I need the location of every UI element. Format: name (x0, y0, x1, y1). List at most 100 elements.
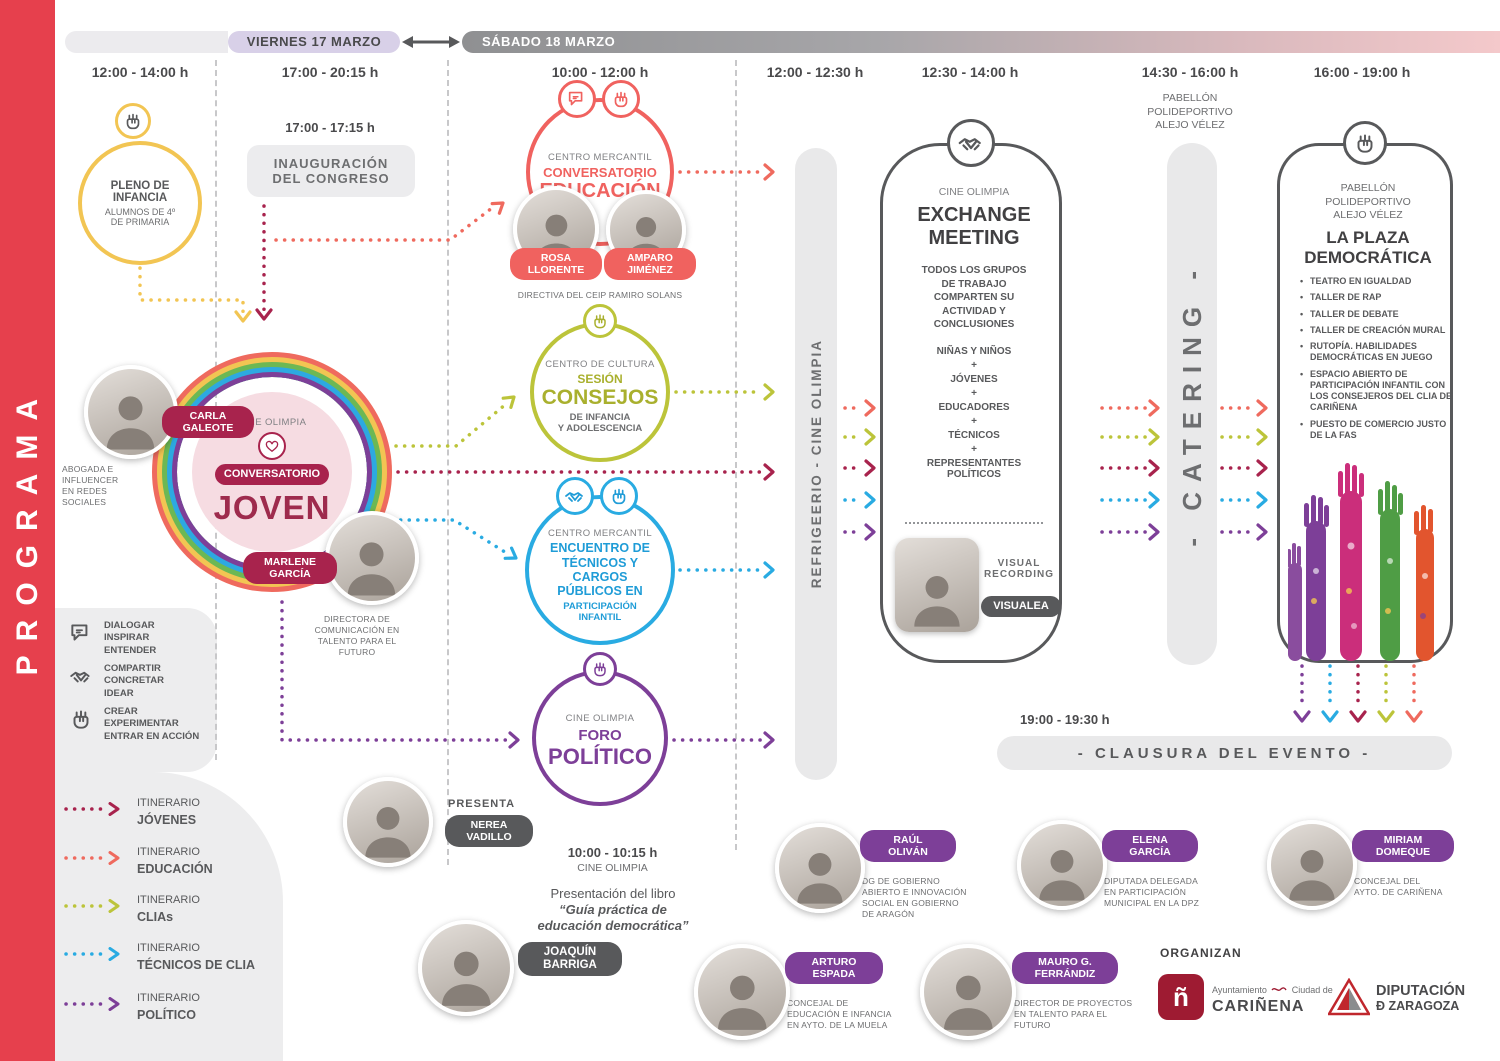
header-friday: VIERNES 17 MARZO (228, 31, 400, 53)
legend-itinerary-educacion: ITINERARIO EDUCACIÓN (63, 842, 213, 878)
dpz-logo-text: DIPUTACIÓN Đ ZARAGOZA (1376, 983, 1465, 1013)
heart-hands-icon (258, 432, 286, 461)
handshake-icon (556, 477, 594, 515)
page-title: PROGRAMA (10, 385, 44, 676)
exchange-groups: NIÑAS Y NIÑOS + JÓVENES + EDUCADORES + T… (883, 346, 1065, 480)
joven-pill: CONVERSATORIO (214, 464, 330, 485)
speaker-photo-elena-garcia (1017, 820, 1107, 910)
itinerary-prefix: ITINERARIO (137, 846, 200, 858)
group-plus: + (971, 388, 977, 399)
chat-icon (68, 620, 94, 651)
refrigerio-label: REFRIGEERIO - CINE OLIMPIA (808, 339, 824, 589)
legend-itinerary-clias: ITINERARIO CLIAs (63, 890, 200, 926)
marlene-role: DIRECTORA DE COMUNICACIÓN EN TALENTO PAR… (314, 614, 400, 658)
itinerary-arrow (63, 898, 123, 918)
presenter-name-nerea-vadillo: NEREA VADILLO (445, 815, 533, 848)
speaker-name-marlene-garcia: MARLENE GARCÍA (243, 552, 337, 585)
sidebar: PROGRAMA (0, 0, 55, 1061)
raised-hands-illustration (1288, 463, 1434, 661)
joven-venue: CINE OLIMPIA (237, 417, 307, 429)
wine-pitcher-icon: ñ (1173, 982, 1189, 1012)
speaker-name-arturo-espada: ARTURO ESPADA (785, 952, 883, 985)
libro-line1: Presentación del libro (550, 886, 676, 901)
tecnicos-venue: CENTRO MERCANTIL (547, 528, 653, 540)
itinerary-prefix: ITINERARIO (137, 797, 200, 809)
miriam-domeque-role: CONCEJAL DEL AYTO. DE CARIÑENA (1354, 876, 1443, 898)
itinerary-name: TÉCNICOS DE CLIA (137, 958, 256, 972)
speaker-photo-arturo-espada (694, 944, 790, 1040)
educacion-speakers-caption: DIRECTIVA DEL CEIP RAMIRO SOLANS (517, 290, 683, 300)
pleno-subtitle: ALUMNOS DE 4º DE PRIMARIA (104, 206, 176, 227)
educacion-venue: CENTRO MERCANTIL (547, 151, 653, 163)
refrigerio-bar: REFRIGEERIO - CINE OLIMPIA (795, 148, 837, 780)
itinerary-arrow (63, 801, 123, 821)
inauguracion-time: 17:00 - 17:15 h (285, 120, 375, 135)
carla-role: ABOGADA E INFLUENCER EN REDES SOCIALES (62, 464, 119, 508)
arturo-espada-role: CONCEJAL DE EDUCACIÓN E INFANCIA EN AYTO… (787, 998, 892, 1031)
fist-icon (1343, 121, 1387, 165)
header-saturday: SÁBADO 18 MARZO (462, 31, 1500, 53)
visualea-name: VISUALEA (981, 596, 1061, 617)
itinerary-prefix: ITINERARIO (137, 992, 200, 1004)
column-divider (447, 60, 449, 865)
legend-verb-text: DIALOGAR INSPIRAR ENTENDER (104, 620, 157, 656)
dpz-sub: Đ ZARAGOZA (1376, 999, 1460, 1013)
swoosh-icon (1271, 987, 1287, 991)
raul-olivan-role: DG DE GOBIERNO ABIERTO E INNOVACIÓN SOCI… (862, 876, 967, 920)
plaza-activity: PUESTO DE COMERCIO JUSTO DE LA FAS (1300, 419, 1458, 442)
itinerary-name: JÓVENES (137, 813, 197, 827)
catering-label: - CATERING - (1176, 261, 1207, 547)
speaker-name-miriam-domeque: MIRIAM DOMEQUE (1352, 830, 1454, 863)
consejos-sub: DE INFANCIA Y ADOLESCENCIA (557, 411, 643, 434)
speaker-photo-miriam-domeque (1267, 820, 1357, 910)
double-arrow-icon (402, 36, 460, 48)
itinerary-name: CLIAs (137, 910, 174, 924)
chat-icon (558, 80, 596, 118)
legend-itinerary-jovenes: ITINERARIO JÓVENES (63, 793, 200, 829)
clausura-time: 19:00 - 19:30 h (1020, 712, 1110, 727)
tecnicos-title: ENCUENTRO DE TÉCNICOS Y CARGOS PÚBLICOS … (549, 541, 650, 599)
time-slot-2: 17:00 - 20:15 h (281, 64, 379, 80)
elena-garcia-role: DIPUTADA DELEGADA EN PARTICIPACIÓN MUNIC… (1104, 876, 1199, 909)
legend-itineraries-panel (55, 772, 283, 1061)
time-slot-3: 10:00 - 12:00 h (551, 64, 649, 80)
foro-venue: CINE OLIMPIA (565, 712, 635, 724)
catering-bar: - CATERING - (1167, 143, 1217, 665)
group-plus: + (971, 444, 977, 455)
speaker-name-mauro-ferrandiz: MAURO G. FERRÁNDIZ (1012, 952, 1118, 985)
organizan-label: ORGANIZAN (1160, 946, 1242, 960)
foro-title1: FORO (578, 726, 622, 744)
legend-itinerary-tecnicos: ITINERARIO TÉCNICOS DE CLIA (63, 938, 255, 974)
group-plus: + (971, 416, 977, 427)
fist-icon (602, 80, 640, 118)
carinena-logo-text: Ayuntamiento Ciudad de CARIÑENA (1212, 980, 1333, 1016)
plaza-activity: ESPACIO ABIERTO DE PARTICIPACIÓN INFANTI… (1300, 369, 1458, 414)
group-item: REPRESENTANTES POLÍTICOS (926, 458, 1022, 480)
legend-verb-compartir: COMPARTIR CONCRETAR IDEAR (68, 663, 164, 700)
itinerary-name: POLÍTICO (137, 1008, 197, 1022)
speaker-photo-marlene-garcia (325, 511, 419, 605)
fist-icon (583, 652, 617, 686)
speaker-photo-raul-olivan (775, 823, 865, 913)
plaza-activity-list: TEATRO EN IGUALDAD TALLER DE RAP TALLER … (1296, 276, 1458, 446)
legend-verb-text: CREAR EXPERIMENTAR ENTRAR EN ACCIÓN (104, 706, 200, 742)
plaza-title: LA PLAZA DEMOCRÁTICA (1304, 228, 1432, 267)
exchange-venue: CINE OLIMPIA (938, 186, 1010, 198)
speaker-name-raul-olivan: RAÚL OLIVÁN (860, 830, 956, 863)
speaker-photo-mauro-ferrandiz (920, 944, 1016, 1040)
fist-icon (115, 103, 151, 139)
group-item: NIÑAS Y NIÑOS (936, 346, 1012, 357)
author-photo-joaquin-barriga (418, 920, 514, 1016)
pleno-title: PLENO DE INFANCIA (110, 179, 170, 204)
fist-icon (600, 477, 638, 515)
itinerary-name: EDUCACIÓN (137, 862, 213, 876)
plaza-activity: TEATRO EN IGUALDAD (1300, 276, 1458, 288)
fist-icon (583, 304, 617, 338)
consejos-pre: SESIÓN (577, 371, 623, 386)
event-plaza-democratica: PABELLÓN POLIDEPORTIVO ALEJO VÉLEZ LA PL… (1277, 143, 1453, 663)
visual-recording-photo (895, 538, 979, 632)
time-slot-6: 14:30 - 16:00 h (1141, 64, 1239, 80)
itinerary-arrow (63, 996, 123, 1016)
speaker-name-elena-garcia: ELENA GARCÍA (1102, 830, 1198, 863)
